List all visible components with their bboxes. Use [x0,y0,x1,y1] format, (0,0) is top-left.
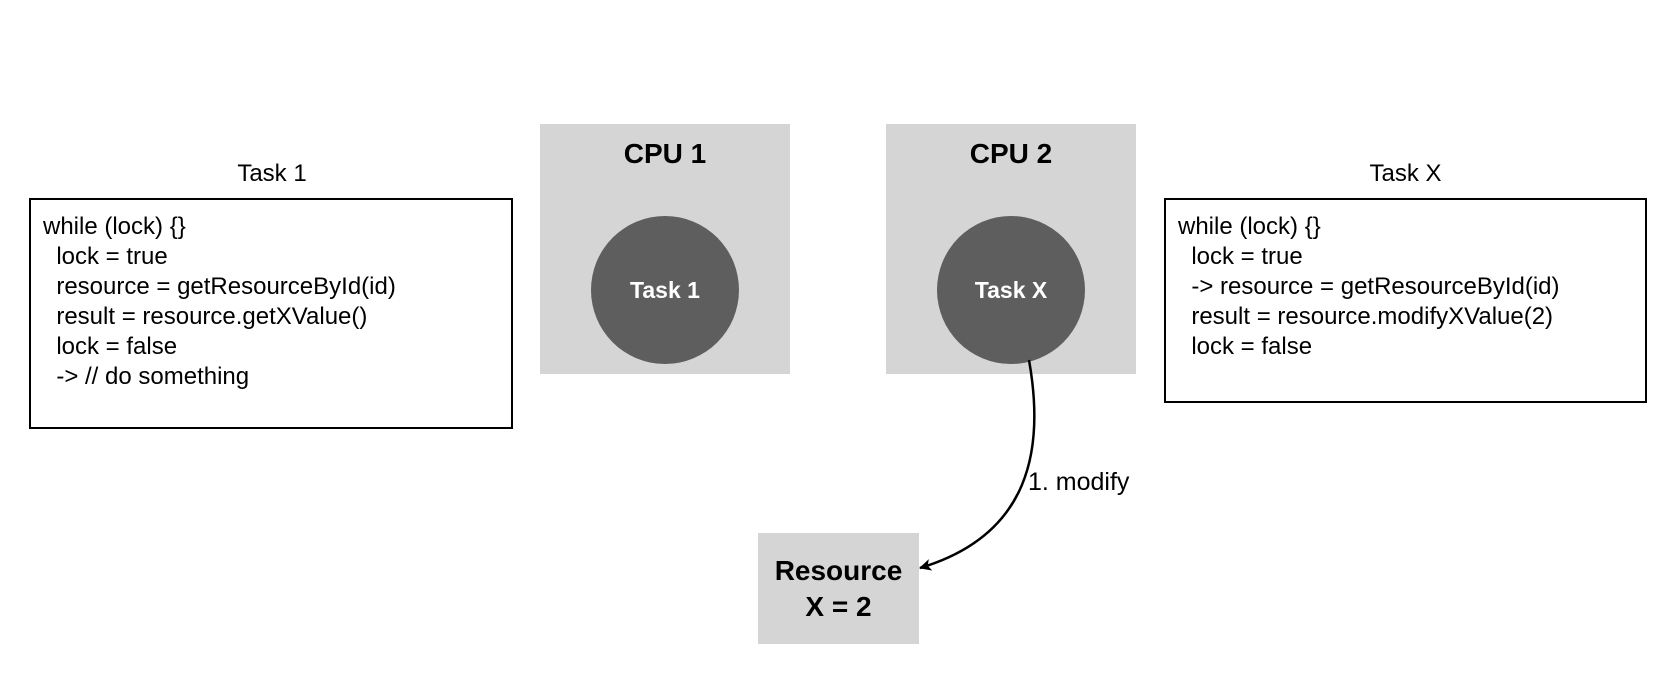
code-line: -> // do something [43,363,250,390]
resource-box: Resource X = 2 [758,533,919,644]
modify-arrow [919,359,1036,571]
task-x-code-box: while (lock) {} lock = true -> resource … [1164,198,1647,403]
cpu-1-title: CPU 1 [623,138,707,169]
cpu-1-box: CPU 1 Task 1 [540,124,790,374]
task-x-title: Task X [1369,160,1442,187]
task-1-title: Task 1 [237,160,307,187]
code-line: resource = getResourceById(id) [43,273,396,300]
cpu-2-task-label: Task X [974,276,1048,303]
task-1-code-box: while (lock) {} lock = true resource = g… [29,198,513,429]
cpu-2-task-circle: Task X [937,216,1085,364]
code-line: while (lock) {} [1178,213,1321,240]
cpu-1-task-label: Task 1 [630,276,700,303]
code-line: while (lock) {} [43,213,186,240]
code-line: lock = false [43,333,178,360]
resource-value: X = 2 [805,590,872,622]
cpu-2-title: CPU 2 [969,138,1053,169]
code-line: lock = true [1178,243,1303,270]
code-line: -> resource = getResourceById(id) [1178,273,1560,300]
resource-name: Resource [774,554,903,586]
code-line: result = resource.getXValue() [43,303,368,330]
cpu-1-task-circle: Task 1 [591,216,739,364]
code-line: lock = false [1178,333,1313,360]
code-line: result = resource.modifyXValue(2) [1178,303,1554,330]
code-line: lock = true [43,243,168,270]
modify-edge-label: 1. modify [1028,468,1130,496]
cpu-2-box: CPU 2 Task X [886,124,1136,374]
